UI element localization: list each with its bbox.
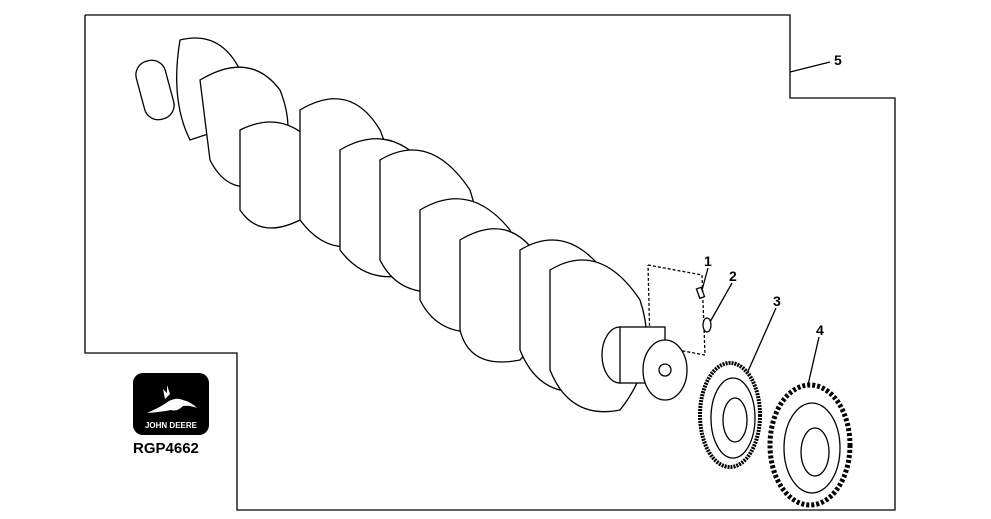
part-2-key — [702, 317, 712, 333]
callout-5: 5 — [834, 52, 842, 68]
logo-text: JOHN DEERE — [144, 421, 197, 430]
assembly-boundary — [84, 14, 896, 511]
crankshaft — [135, 37, 688, 413]
callout-4: 4 — [816, 322, 824, 338]
leaping-deer-icon — [147, 385, 197, 413]
callout-2: 2 — [729, 268, 737, 284]
leader-3 — [744, 307, 777, 379]
part-4-gear — [767, 382, 853, 508]
leader-2 — [709, 282, 733, 323]
callout-3: 3 — [773, 293, 781, 309]
part-3-tone-wheel — [698, 361, 762, 469]
callout-1: 1 — [704, 253, 712, 269]
john-deere-logo: JOHN DEERE — [133, 373, 209, 435]
leader-5 — [789, 61, 831, 73]
part-1-pin — [695, 286, 706, 300]
figure-id: RGP4662 — [133, 440, 199, 457]
